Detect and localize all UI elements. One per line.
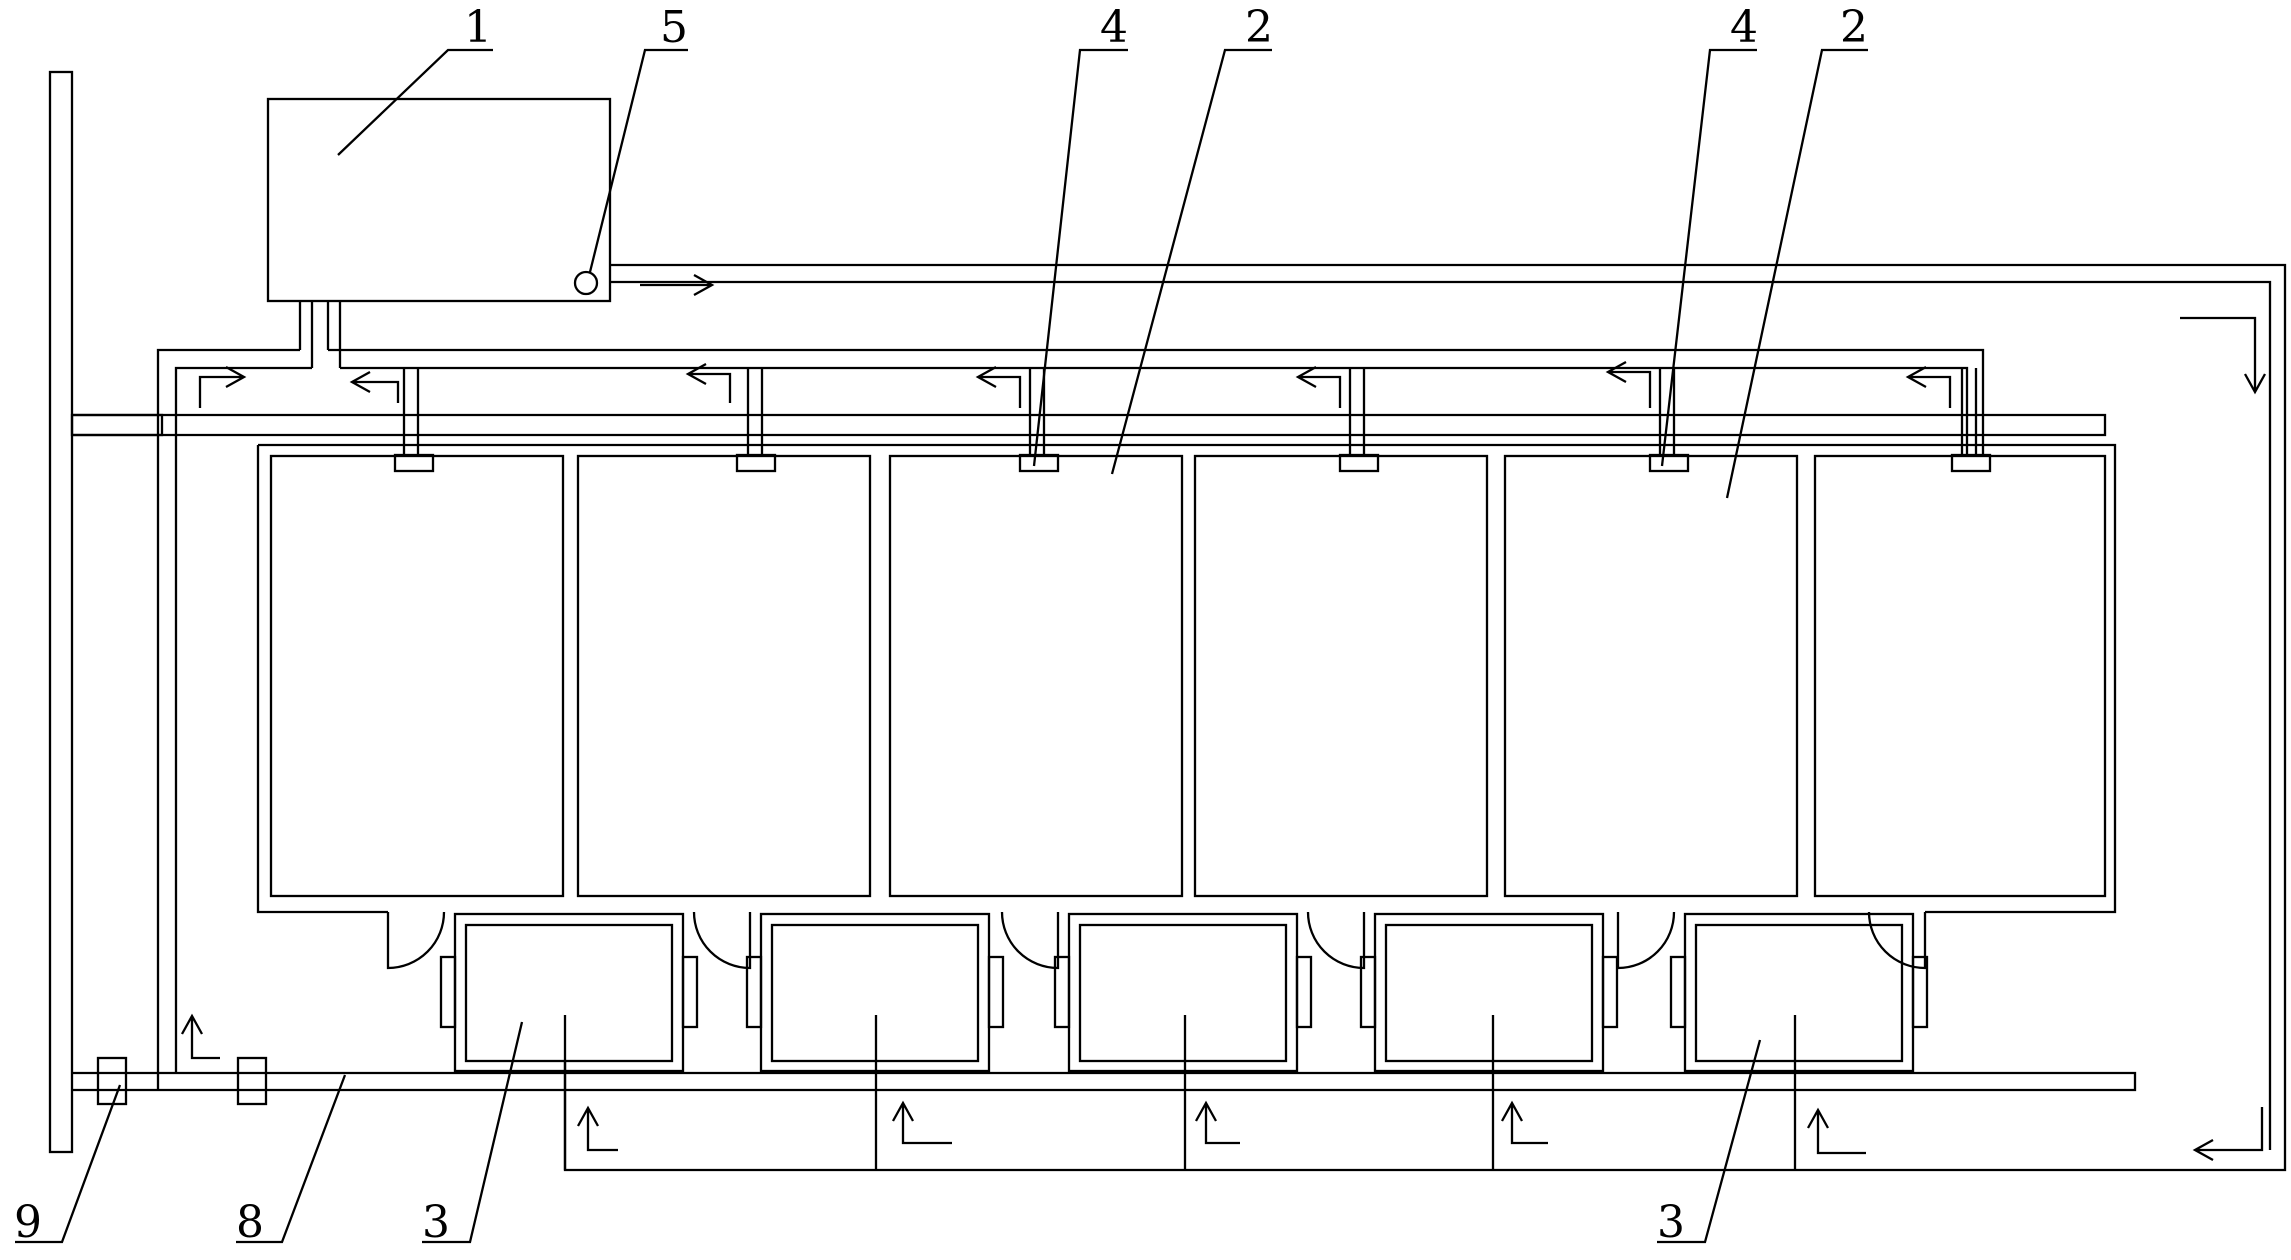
chamber-outer-frame <box>256 443 2117 914</box>
outlet-port <box>573 270 599 296</box>
chamber-cells <box>269 454 2107 898</box>
label-chamber-left: 2 <box>1245 2 1273 53</box>
label-cart-left: 3 <box>422 1197 450 1248</box>
top-header-pipe <box>156 348 1985 1090</box>
nozzles <box>393 453 1992 473</box>
nozzle-droppers <box>402 368 1978 455</box>
collection-line <box>563 1015 1797 1170</box>
label-nozzle-left: 4 <box>1100 2 1128 53</box>
tank-supply-pipes <box>298 301 342 368</box>
label-cart-right: 3 <box>1657 1197 1685 1248</box>
label-chamber-right: 2 <box>1840 2 1868 53</box>
labels: 1 5 4 2 4 2 9 8 3 3 <box>14 2 1868 1248</box>
label-pipe: 8 <box>236 1197 264 1248</box>
supply-tank <box>266 97 612 303</box>
label-nozzle-right: 4 <box>1730 2 1758 53</box>
upper-rail <box>72 413 2107 437</box>
return-pipe <box>563 263 2287 1172</box>
valves <box>96 1056 268 1106</box>
carts <box>439 912 1929 1073</box>
chamber-doors <box>386 911 1927 970</box>
main-manifold-pipe <box>48 70 164 1154</box>
bottom-pipe <box>72 1071 2137 1092</box>
leader-lines <box>15 48 1868 1244</box>
label-tank: 1 <box>464 2 492 53</box>
label-valve: 9 <box>14 1197 42 1248</box>
label-outlet: 5 <box>660 2 688 53</box>
flow-arrows <box>180 273 2267 1162</box>
